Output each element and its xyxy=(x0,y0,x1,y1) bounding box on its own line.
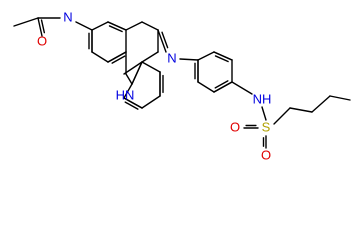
ring-nh-label: HN xyxy=(116,87,135,102)
amide-oxygen-label: O xyxy=(37,33,47,48)
methyl-bond xyxy=(13,17,39,27)
aryl-nh-bond xyxy=(231,81,253,95)
ring-a-double-inner xyxy=(111,55,126,64)
carbonyl-double-bond xyxy=(37,17,43,37)
central-bond xyxy=(125,21,143,31)
ring-a-bond xyxy=(91,21,109,31)
sulfonyl-oxygen-left-label: O xyxy=(230,119,240,134)
nh-s-bond xyxy=(261,106,267,121)
bonds xyxy=(13,17,351,149)
ring-c-double-inner xyxy=(124,101,139,110)
molecule-structure: O N N HN NH S O O xyxy=(13,9,351,162)
amide-nitrogen-label: N xyxy=(63,9,72,24)
central-bond xyxy=(125,73,133,85)
imine-double-bond-inner xyxy=(161,31,169,49)
ring-a-double xyxy=(107,21,127,31)
ring-a-double xyxy=(107,51,127,63)
phenylene-double-inner xyxy=(214,55,229,63)
imine-n-aryl-bond xyxy=(179,58,199,61)
molecule-diagram: O N N HN NH S O O xyxy=(13,9,351,162)
ring-a-double-inner xyxy=(108,25,123,33)
butyl-bond-2 xyxy=(289,107,313,113)
phenylene-bond xyxy=(197,81,215,93)
central-bond xyxy=(141,21,159,31)
ring-c-bond xyxy=(141,61,161,73)
imine-double-bond xyxy=(157,29,167,53)
butyl-bond-4 xyxy=(329,95,351,101)
central-bond xyxy=(141,51,159,63)
sulfonyl-sulfur-label: S xyxy=(262,119,271,134)
sulfonamide-nh-label: NH xyxy=(253,91,272,106)
carbonyl-double-bond-inner xyxy=(40,19,46,34)
sulfonyl-oxygen-bottom-label: O xyxy=(261,147,271,162)
ring-c-bond xyxy=(123,83,133,99)
butyl-bond-3 xyxy=(311,95,331,113)
amide-n-ring-bond xyxy=(75,21,93,31)
butyl-bond-1 xyxy=(273,107,291,125)
phenylene-double-inner xyxy=(214,80,229,89)
ring-c-bond xyxy=(141,95,161,109)
ring-a-bond xyxy=(91,51,109,63)
phenylene-bond xyxy=(197,51,215,61)
imine-nitrogen-label: N xyxy=(167,50,176,65)
phenylene-double xyxy=(213,81,233,93)
phenylene-double xyxy=(213,51,233,61)
ring-c-bond xyxy=(123,61,143,75)
ring-c-bond xyxy=(131,61,143,85)
ring-c-double xyxy=(123,97,143,109)
